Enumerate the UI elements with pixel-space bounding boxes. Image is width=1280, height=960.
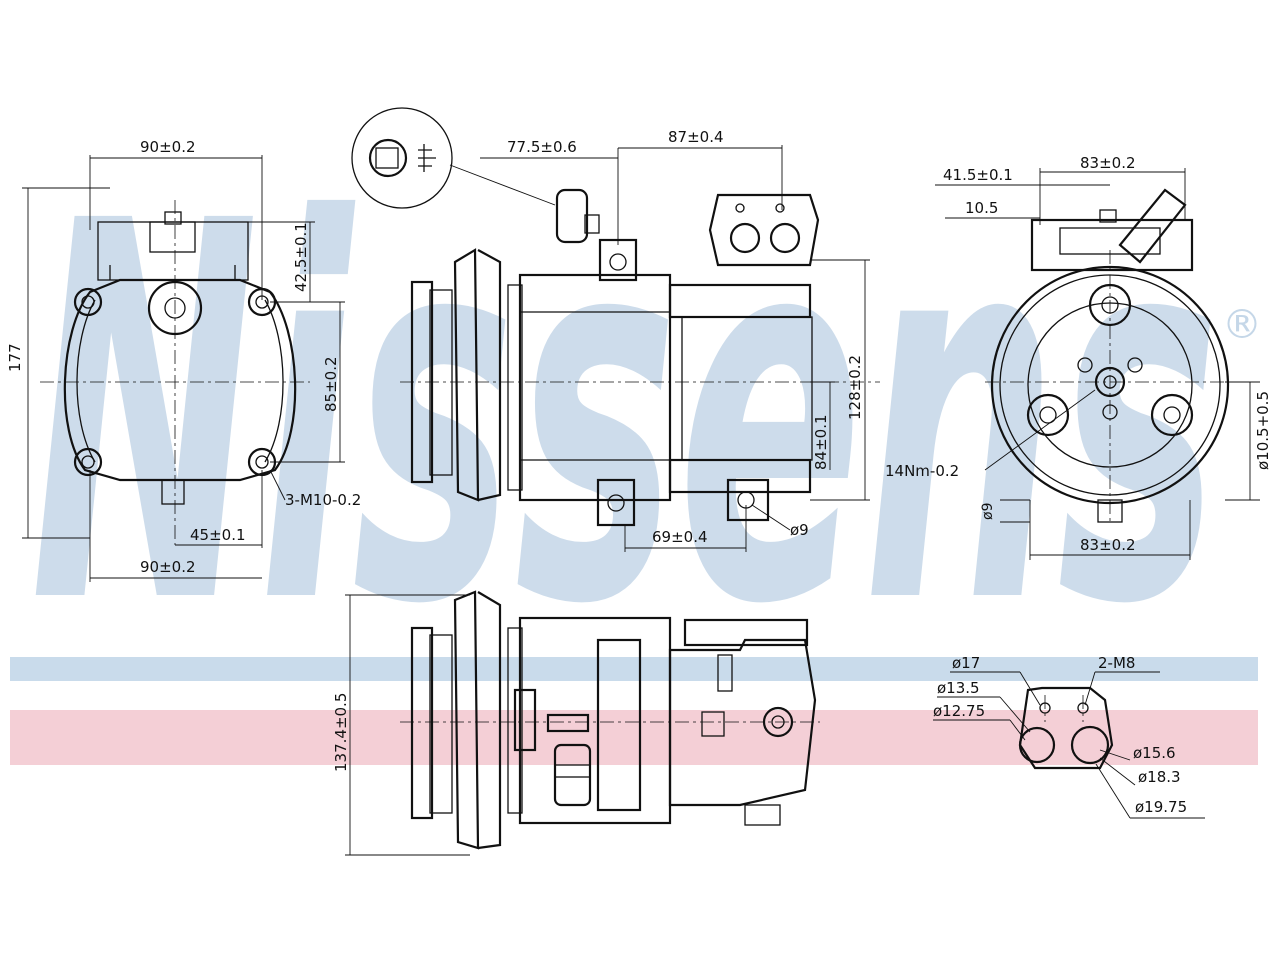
watermark-red-band (10, 710, 1258, 765)
dim-mount-offset: 42.5±0.1 (292, 222, 310, 292)
dim-height-total: 177 (6, 343, 24, 372)
dim-port-thread: 2-M8 (1098, 654, 1135, 672)
dim-bottom-span: 69±0.4 (652, 528, 708, 546)
dim-half-width: 45±0.1 (190, 526, 246, 544)
dim-port-distance: 77.5±0.6 (507, 138, 577, 156)
dim-bore: ø10.5+0.5 (1254, 391, 1272, 470)
watermark: Nissens ® (10, 112, 1262, 765)
dim-end-hole: ø9 (980, 503, 996, 520)
dim-port-d18-3: ø18.3 (1138, 768, 1181, 786)
dim-port-d15-6: ø15.6 (1133, 744, 1176, 762)
front-view: 90±0.2 177 42.5±0.1 85±0.2 3-M10-0.2 45±… (6, 138, 361, 582)
dim-port-d12-75: ø12.75 (933, 702, 985, 720)
dim-inner-height: 84±0.1 (812, 414, 830, 470)
dim-port-d17: ø17 (952, 654, 980, 672)
dim-hole-spacing: 85±0.2 (322, 356, 340, 412)
dim-hole-dia: ø9 (790, 521, 809, 539)
dim-end-bottom-span: 83±0.2 (1080, 536, 1136, 554)
end-view: 41.5±0.1 83±0.2 10.5 14Nm-0.2 ø10.5+0.5 … (885, 154, 1272, 560)
dim-small: 10.5 (965, 199, 998, 217)
bottom-view: 137.4±0.5 (332, 590, 820, 856)
port-detail: ø17 ø13.5 ø12.75 2-M8 ø15.6 ø18.3 ø19.75 (933, 654, 1205, 819)
trademark-symbol: ® (1222, 302, 1262, 348)
watermark-blue-band (10, 657, 1258, 681)
dim-offset: 41.5±0.1 (943, 166, 1013, 184)
dim-top-width: 90±0.2 (140, 138, 196, 156)
dim-port-d13-5: ø13.5 (937, 679, 980, 697)
side-view: 77.5±0.6 87±0.4 128±0.2 84±0.1 69±0.4 ø9 (351, 107, 880, 552)
dim-top-span: 87±0.4 (668, 128, 724, 146)
dim-thread: 3-M10-0.2 (285, 491, 361, 509)
dim-bottom-height: 137.4±0.5 (332, 693, 350, 772)
dim-port-d19-75: ø19.75 (1135, 798, 1187, 816)
dim-end-top-span: 83±0.2 (1080, 154, 1136, 172)
dim-height: 128±0.2 (846, 355, 864, 420)
watermark-text: Nissens (30, 112, 1220, 718)
dim-torque: 14Nm-0.2 (885, 462, 959, 480)
dim-bottom-width: 90±0.2 (140, 558, 196, 576)
